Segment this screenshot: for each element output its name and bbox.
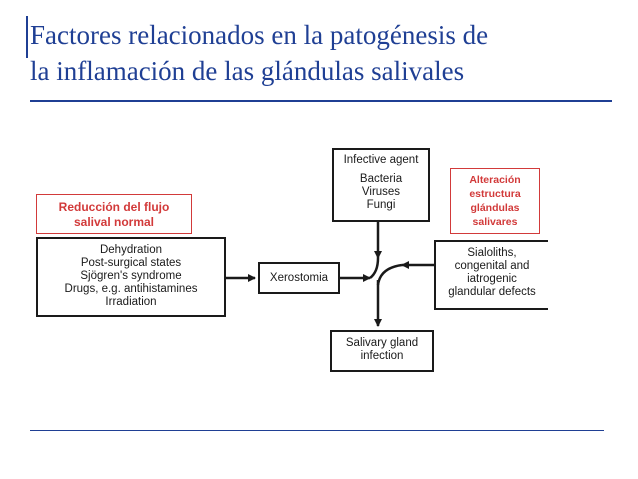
defect-item: iatrogenic bbox=[467, 273, 517, 285]
footer-rule bbox=[30, 430, 604, 431]
note-altered-structure-line: glándulas bbox=[470, 202, 520, 214]
outcome-box: Salivary gland infection bbox=[330, 330, 434, 372]
title-line-2: la inflamación de las glándulas salivale… bbox=[30, 56, 465, 86]
outcome-line: Salivary gland bbox=[345, 337, 419, 349]
pathogenesis-diagram: Infective agent Bacteria Viruses Fungi D… bbox=[30, 140, 610, 380]
xerostomia-box: Xerostomia bbox=[258, 262, 340, 294]
title-underline bbox=[30, 100, 612, 102]
note-reduced-flow-line: Reducción del flujo bbox=[58, 200, 170, 214]
infective-agent-box: Infective agent Bacteria Viruses Fungi bbox=[332, 148, 430, 222]
defect-item: Sialoliths, bbox=[467, 247, 517, 259]
diagram-arrows bbox=[225, 222, 434, 327]
title-accent-bar bbox=[26, 16, 28, 58]
note-reduced-flow: Reducción del flujo salival normal bbox=[36, 194, 192, 234]
outcome-line: infection bbox=[360, 350, 404, 362]
cause-item: Irradiation bbox=[105, 296, 157, 308]
note-altered-structure-line: estructura bbox=[469, 188, 521, 200]
cause-item: Sjögren's syndrome bbox=[80, 270, 182, 282]
note-altered-structure-line: Alteración bbox=[469, 174, 521, 186]
note-altered-structure-line: salivares bbox=[472, 216, 518, 228]
cause-item: Dehydration bbox=[99, 244, 162, 256]
structural-defects-box: Sialoliths, congenital and iatrogenic gl… bbox=[434, 240, 548, 310]
infective-agent-heading: Infective agent bbox=[343, 154, 419, 166]
cause-item: Post-surgical states bbox=[80, 257, 182, 269]
cause-item: Drugs, e.g. antihistamines bbox=[64, 283, 198, 295]
xerostomia-label: Xerostomia bbox=[269, 272, 329, 284]
defect-item: congenital and bbox=[454, 260, 530, 272]
title-line-1: Factores relacionados en la patogénesis … bbox=[30, 20, 489, 50]
infective-agent-item: Bacteria bbox=[359, 173, 403, 185]
note-altered-structure: Alteración estructura glándulas salivare… bbox=[450, 168, 540, 234]
junction-curve-left bbox=[369, 257, 380, 279]
junction-curve-right bbox=[376, 263, 403, 286]
note-reduced-flow-line: salival normal bbox=[73, 215, 155, 229]
defect-item: glandular defects bbox=[448, 286, 536, 298]
infective-agent-item: Fungi bbox=[366, 199, 396, 211]
infective-agent-item: Viruses bbox=[361, 186, 401, 198]
reduced-flow-causes-box: Dehydration Post-surgical states Sjögren… bbox=[36, 237, 226, 317]
